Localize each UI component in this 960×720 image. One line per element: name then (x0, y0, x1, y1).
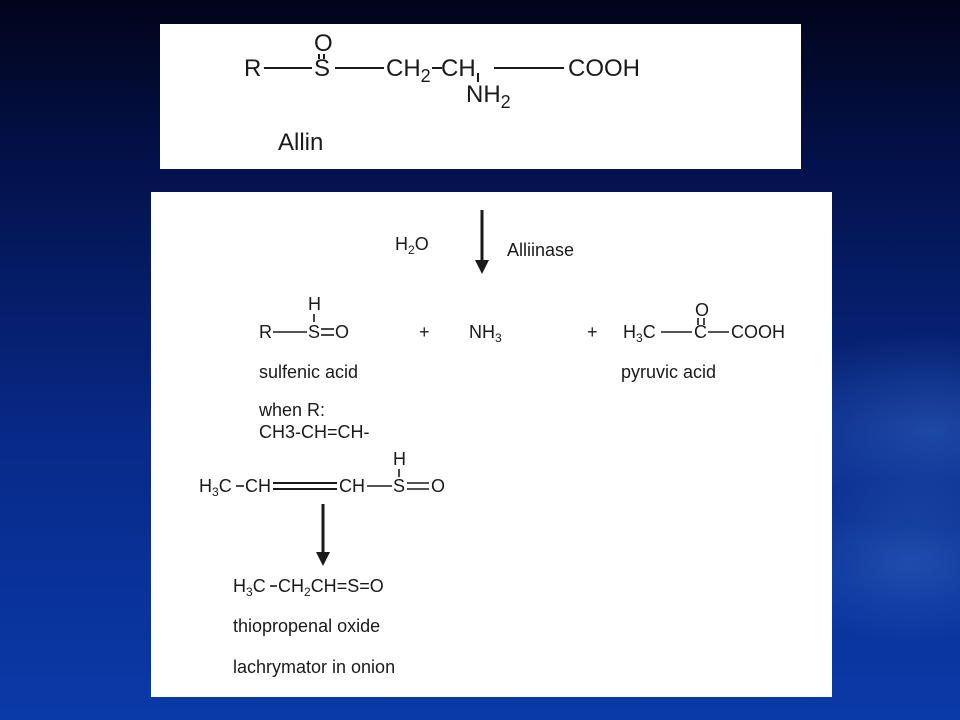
thiopropenal-name: thiopropenal oxide (233, 616, 380, 636)
propenyl-ch-2: CH (339, 476, 365, 496)
propenyl-h: H (393, 449, 406, 469)
ammonia: NH3 (469, 322, 502, 345)
propenyl-o: O (431, 476, 445, 496)
propenyl-ch-1: CH (245, 476, 271, 496)
pyruvic-o: O (695, 300, 709, 320)
thiopropenal-note: lachrymator in onion (233, 657, 395, 677)
sulfenic-o: O (335, 322, 349, 342)
thiopropenal-formula: H3C (233, 576, 266, 599)
enzyme-label: Alliinase (507, 240, 574, 260)
sulfenic-s: S (308, 322, 320, 342)
pyruvic-c: C (694, 322, 707, 342)
reaction-panel: H2O Alliinase H R S O sulfenic acid + NH… (151, 192, 832, 697)
propenyl-h3c: H3C (199, 476, 232, 499)
allin-cooh: COOH (568, 55, 640, 82)
thiopropenal-ch2: CH2CH=S=O (278, 576, 384, 599)
allin-nh2: NH2 (466, 81, 511, 112)
pyruvic-h3c: H3C (623, 322, 656, 345)
pyruvic-cooh: COOH (731, 322, 785, 342)
propenyl-s: S (393, 476, 405, 496)
arrow-1-head (475, 260, 489, 274)
allin-name: Allin (278, 129, 323, 156)
allin-ch: CH (441, 55, 476, 82)
condition-line-2: CH3-CH=CH- (259, 422, 370, 442)
plus-1: + (419, 322, 430, 342)
sulfenic-name: sulfenic acid (259, 362, 358, 382)
sulfenic-r: R (259, 322, 272, 342)
allin-s: S (314, 55, 330, 82)
plus-2: + (587, 322, 598, 342)
allin-structure: R S O CH2 CH COOH NH2 Allin (244, 30, 640, 156)
water-label: H2O (395, 234, 429, 257)
condition-line-1: when R: (258, 400, 325, 420)
pyruvic-name: pyruvic acid (621, 362, 716, 382)
arrow-2-head (316, 552, 330, 566)
allin-r: R (244, 55, 261, 82)
allin-ch2: CH2 (386, 55, 431, 86)
reaction-scheme: H2O Alliinase H R S O sulfenic acid + NH… (199, 210, 785, 677)
allin-o: O (314, 30, 333, 57)
allin-panel: R S O CH2 CH COOH NH2 Allin (160, 24, 801, 169)
sulfenic-h: H (308, 294, 321, 314)
